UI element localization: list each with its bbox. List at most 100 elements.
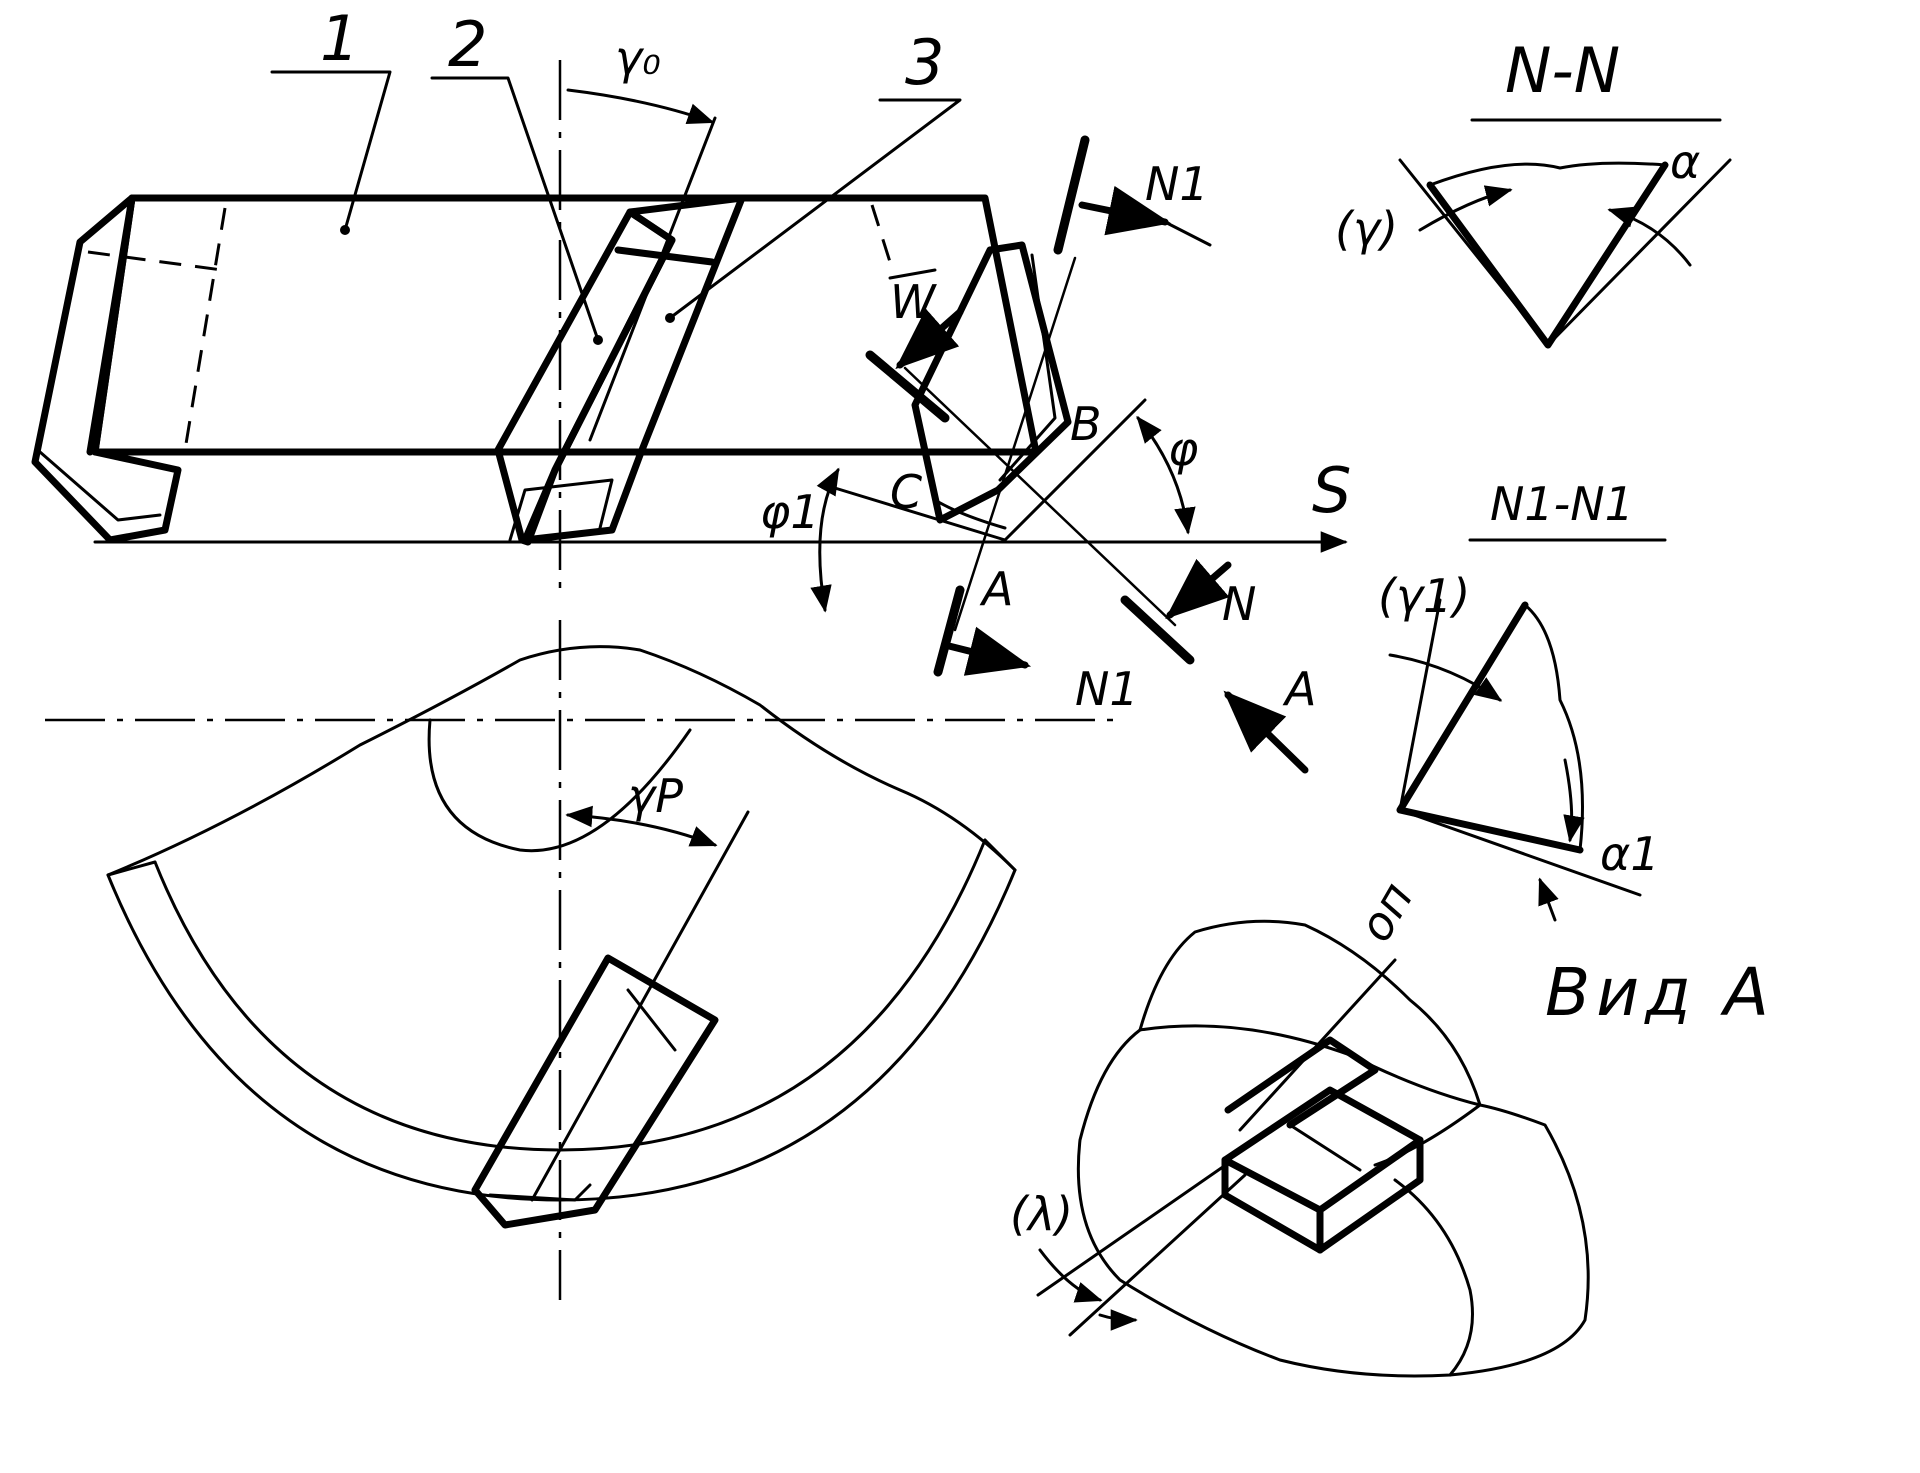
- inner-rim: [153, 838, 987, 1152]
- gamma-n1-arc: [1388, 653, 1503, 702]
- minor-cutting-edge-line: [823, 483, 1007, 542]
- leader-2-dot: [593, 335, 603, 345]
- section-n1n1-ref-left: [1398, 598, 1442, 812]
- inner-arc: [427, 718, 692, 853]
- label-point-c: C: [890, 465, 922, 519]
- view-a-right-band: [1393, 1178, 1474, 1377]
- n1-arrow-top-tail: [1163, 220, 1212, 247]
- label-view-a: Вид А: [1545, 954, 1775, 1031]
- feed-and-plan-angles: φ φ1 S B C A: [93, 397, 1351, 616]
- label-w: W: [890, 275, 937, 329]
- n-cut-mark-bottom: [1120, 595, 1195, 665]
- front-view-break-outline: [106, 645, 1017, 877]
- w-overbar: [888, 268, 937, 280]
- section-n1n1-break: [1523, 603, 1584, 852]
- section-nn: N-N (γ) α: [1335, 34, 1732, 349]
- gamma-nn-arc: [1418, 185, 1513, 232]
- n1-cut-mark-top: [1053, 135, 1090, 255]
- gamma-p-arc: [565, 805, 718, 847]
- leader-3: [668, 98, 962, 320]
- section-nn-wedge: [1426, 161, 1669, 349]
- section-n1n1: N1-N1 (γ1) α1: [1378, 477, 1667, 922]
- section-line-n: N W: [865, 268, 1256, 665]
- label-gamma-0: γ₀: [615, 31, 661, 85]
- cutter-front-view: γP: [45, 620, 1125, 1300]
- leader-2: [430, 76, 600, 342]
- label-n: N: [1222, 577, 1256, 631]
- alpha-nn-arc: [1607, 206, 1692, 267]
- view-a-top-band: [1138, 1024, 1482, 1107]
- label-point-b: B: [1070, 397, 1102, 451]
- w-arrow: [895, 308, 964, 370]
- leader-1-dot: [340, 225, 350, 235]
- n1-cut-mark-bottom: [933, 585, 965, 677]
- section-nn-break: [1428, 161, 1667, 187]
- outer-rim-right-cap: [983, 838, 1017, 872]
- n-cut-mark-top: [865, 350, 950, 423]
- view-a-insert-side: [1221, 1156, 1324, 1254]
- cutter-side-view: [31, 60, 1072, 590]
- label-point-a: A: [979, 562, 1013, 616]
- label-n1-top: N1: [1145, 157, 1209, 211]
- hidden-line-right: [870, 204, 892, 263]
- section-line-n1: N1 N1: [933, 135, 1212, 716]
- blade-tip-facet: [508, 478, 614, 542]
- leader-3-dot: [665, 313, 675, 323]
- label-gamma-n1: (γ1): [1378, 569, 1470, 623]
- view-a-insert-right-side: [1316, 1136, 1424, 1254]
- right-insert-inner: [998, 253, 1057, 482]
- section-n1n1-wedge: [1396, 601, 1584, 854]
- section-n1n1-ref-right: [1398, 808, 1642, 897]
- label-section-n1n1: N1-N1: [1490, 477, 1634, 531]
- label-phi-1: φ1: [760, 485, 820, 539]
- op-leader: [1238, 958, 1397, 1132]
- label-section-nn: N-N: [1505, 34, 1620, 107]
- left-insert: [31, 194, 182, 544]
- view-arrow-a: A: [1223, 662, 1316, 774]
- left-insert-chamfer: [38, 450, 162, 522]
- label-alpha-n1: α1: [1600, 827, 1660, 881]
- hidden-line-left-top: [87, 250, 223, 272]
- n1-trace: [953, 256, 1077, 632]
- front-insert-step: [626, 988, 677, 1052]
- view-a-insert-top: [1224, 1036, 1379, 1129]
- label-gamma-nn: (γ): [1335, 202, 1398, 256]
- label-lambda: (λ): [1010, 1187, 1073, 1241]
- label-part-2: 2: [448, 8, 487, 81]
- right-insert: [911, 241, 1072, 524]
- label-view-arrow-a: A: [1282, 662, 1316, 716]
- outer-rim-left-cap: [106, 860, 157, 877]
- front-insert: [471, 954, 719, 1229]
- n1-arrow-top: [1078, 185, 1172, 236]
- part-callouts: 1 2 3: [270, 2, 962, 345]
- alpha-n1-arrow: [1538, 877, 1559, 922]
- label-gamma-p: γP: [628, 769, 683, 823]
- lambda-arc-left: [1038, 1248, 1103, 1303]
- label-n1-bottom: N1: [1075, 662, 1139, 716]
- phi-1-arc: [810, 467, 840, 613]
- main-cutting-edge-line: [1003, 398, 1147, 542]
- label-alpha-nn: α: [1670, 135, 1700, 189]
- view-a-arrow: [1223, 690, 1309, 774]
- section-nn-ref-right: [1546, 158, 1732, 347]
- label-s: S: [1312, 454, 1351, 527]
- blade-top-step: [614, 246, 716, 266]
- rake-face-line: [588, 116, 717, 442]
- lambda-ref-2: [1068, 1173, 1247, 1337]
- label-op: оп: [1348, 873, 1424, 950]
- view-a-right-ridge: [1373, 1103, 1482, 1167]
- n-arrow: [1165, 558, 1232, 620]
- gamma-0-angle: γ₀: [566, 31, 717, 442]
- front-insert-tip: [488, 1183, 592, 1202]
- point-c-arc: [933, 498, 1007, 530]
- alpha-n1-arc-top: [1563, 758, 1585, 843]
- label-part-1: 1: [320, 2, 359, 75]
- n1-arrow-bottom: [941, 626, 1032, 676]
- leader-1: [270, 70, 392, 232]
- section-nn-ref-left: [1398, 158, 1550, 347]
- view-a-insert-step: [1288, 1123, 1362, 1172]
- phi-arc: [1136, 415, 1196, 535]
- gamma-p-reference: [530, 810, 750, 1202]
- label-phi: φ: [1168, 422, 1198, 476]
